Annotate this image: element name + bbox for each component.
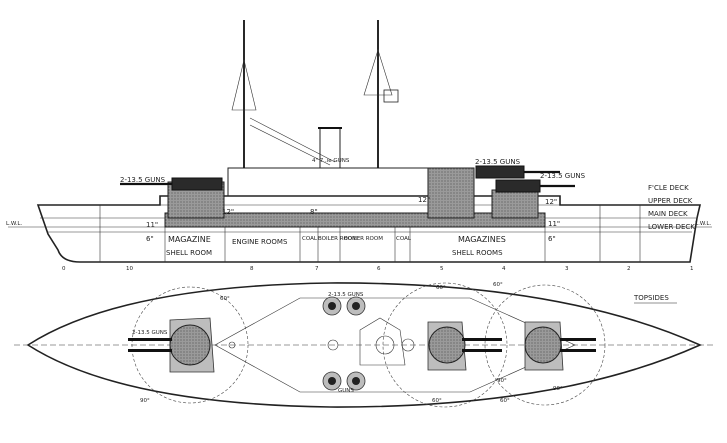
deck-label-main: MAIN DECK — [648, 210, 688, 218]
armor-12-a: 12" — [222, 208, 234, 216]
svg-text:8: 8 — [250, 266, 254, 272]
magazines-label: MAGAZINES — [458, 235, 506, 244]
plan-deck-outline — [214, 297, 576, 393]
secondary-guns-lower — [322, 371, 366, 391]
plan-gun-b2 — [462, 349, 502, 352]
lwl-right: L.W.L. — [695, 221, 711, 227]
plan-superstructure — [359, 317, 406, 366]
barbette-mid — [427, 167, 475, 219]
turret-b — [475, 165, 525, 179]
angle-labels: 60° 60° 60° 90° 90° 90° 60° 60° — [140, 282, 563, 404]
plan-gun-a2 — [128, 349, 172, 352]
armor-11-b: 11" — [548, 220, 560, 228]
svg-text:0: 0 — [62, 266, 66, 272]
guns-mid-label: 2-13.5 GUNS — [475, 158, 521, 166]
svg-text:2: 2 — [627, 266, 631, 272]
plan-lower-guns-label: GUNS — [338, 388, 354, 394]
plan-gun-a1 — [128, 338, 172, 341]
svg-text:90°: 90° — [140, 398, 150, 404]
turret-a — [171, 177, 223, 191]
plan-view: TOPSIDES 2-13.5 GUNS 2-13.5 GUNS GUNS 60… — [14, 282, 716, 408]
deck-label-fcle: F'CLE DECK — [648, 184, 689, 192]
lwl-left: L.W.L. — [6, 221, 22, 227]
plan-hull-outline — [26, 282, 702, 408]
tripod-main — [363, 48, 393, 96]
fire-control-top — [383, 89, 399, 103]
small-guns-label: 4" 7 .ie GUNS — [312, 158, 350, 164]
svg-text:6: 6 — [377, 266, 381, 272]
armor-8: 8" — [310, 208, 318, 216]
svg-text:5: 5 — [440, 266, 444, 272]
shell-room-label: SHELL ROOM — [166, 249, 212, 257]
plan-gun-c2 — [560, 349, 596, 352]
coal-label-2: COAL — [396, 236, 412, 242]
svg-text:60°: 60° — [500, 398, 510, 404]
deck-label-lower: LOWER DECK — [648, 223, 695, 231]
arc-turret-a — [131, 286, 249, 404]
armor-12-c: 12" — [545, 198, 557, 206]
shell-rooms-label: SHELL ROOMS — [452, 249, 503, 257]
svg-text:4: 4 — [502, 266, 506, 272]
svg-text:10: 10 — [126, 266, 133, 272]
plan-gun-c1 — [560, 338, 596, 341]
guns-aft-label: 2-13.5 GUNS — [540, 172, 586, 180]
tripod-fore — [231, 59, 257, 111]
armor-11-a: 11" — [146, 221, 158, 229]
turret-c — [495, 179, 541, 193]
svg-text:1: 1 — [690, 266, 694, 272]
svg-text:90°: 90° — [497, 378, 507, 384]
armor-6-a: 6" — [146, 235, 154, 243]
hull-outline — [36, 195, 702, 263]
armor-12-b: 12" — [418, 196, 430, 204]
arc-turret-c — [484, 284, 606, 406]
svg-text:60°: 60° — [493, 282, 503, 288]
profile-view: 2-13.5 GUNS 2-13.5 GUNS 2-13.5 GUNS 4" 7… — [6, 20, 712, 272]
boiler-room-2-label: BOILER ROOM — [344, 236, 383, 242]
svg-text:60°: 60° — [220, 296, 230, 302]
superstructure — [227, 167, 429, 197]
magazine-label: MAGAZINE — [168, 235, 211, 244]
secondary-guns-upper — [322, 296, 366, 316]
topsides-title: TOPSIDES — [633, 294, 669, 302]
svg-text:90°: 90° — [553, 386, 563, 392]
plan-upper-guns-label: 2-13.5 GUNS — [328, 292, 364, 298]
coal-label-1: COAL — [302, 236, 318, 242]
armor-6-b: 6" — [548, 235, 556, 243]
engine-rooms-label: ENGINE ROOMS — [232, 238, 288, 246]
plan-guns-label: 2-13.5 GUNS — [132, 330, 168, 336]
guns-fwd-label: 2-13.5 GUNS — [120, 176, 166, 184]
svg-text:7: 7 — [315, 266, 319, 272]
svg-text:60°: 60° — [432, 398, 442, 404]
svg-text:3: 3 — [565, 266, 569, 272]
deck-label-upper: UPPER DECK — [648, 197, 693, 205]
derrick — [249, 117, 336, 163]
boiler-room-label: BOILER ROOM — [318, 236, 357, 242]
plan-gun-b1 — [462, 338, 502, 341]
barbette-aft — [491, 189, 539, 219]
arc-turret-b — [382, 282, 508, 408]
station-numbers: 0 10 8 7 6 5 4 3 2 1 — [62, 266, 694, 272]
svg-text:60°: 60° — [436, 285, 446, 291]
